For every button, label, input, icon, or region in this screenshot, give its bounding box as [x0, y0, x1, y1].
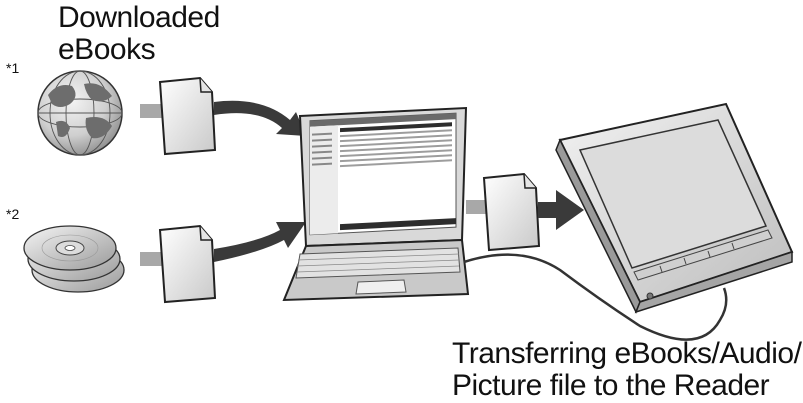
footnote-mark-1: *1 — [6, 60, 20, 76]
downloaded-ebooks-label: Downloaded eBooks — [58, 2, 220, 66]
cd-stack-icon — [23, 225, 125, 293]
transfer-caption-line-2: Picture file to the Reader — [452, 369, 770, 402]
transfer-caption: Transferring eBooks/Audio/ Picture file … — [452, 337, 802, 402]
arrow-stem-3 — [466, 200, 488, 214]
arrow-to-laptop-2 — [214, 222, 306, 262]
arrow-stem-2 — [140, 252, 164, 266]
arrow-stem-1 — [140, 104, 164, 118]
transfer-caption-line-1: Transferring eBooks/Audio/ — [452, 337, 802, 370]
arrow-to-reader — [538, 190, 584, 230]
laptop-screen — [310, 113, 456, 235]
document-icon — [482, 172, 541, 252]
arrow-to-laptop-1 — [214, 100, 306, 136]
ebook-reader-icon — [555, 102, 794, 314]
footnote-mark-2: *2 — [6, 206, 20, 222]
laptop-icon — [282, 106, 470, 302]
document-icon — [158, 224, 217, 304]
usb-cable — [463, 253, 728, 341]
downloaded-ebooks-line-2: eBooks — [58, 33, 156, 66]
downloaded-ebooks-line-1: Downloaded — [58, 1, 220, 34]
document-icon — [158, 76, 217, 156]
globe-icon — [37, 70, 123, 156]
